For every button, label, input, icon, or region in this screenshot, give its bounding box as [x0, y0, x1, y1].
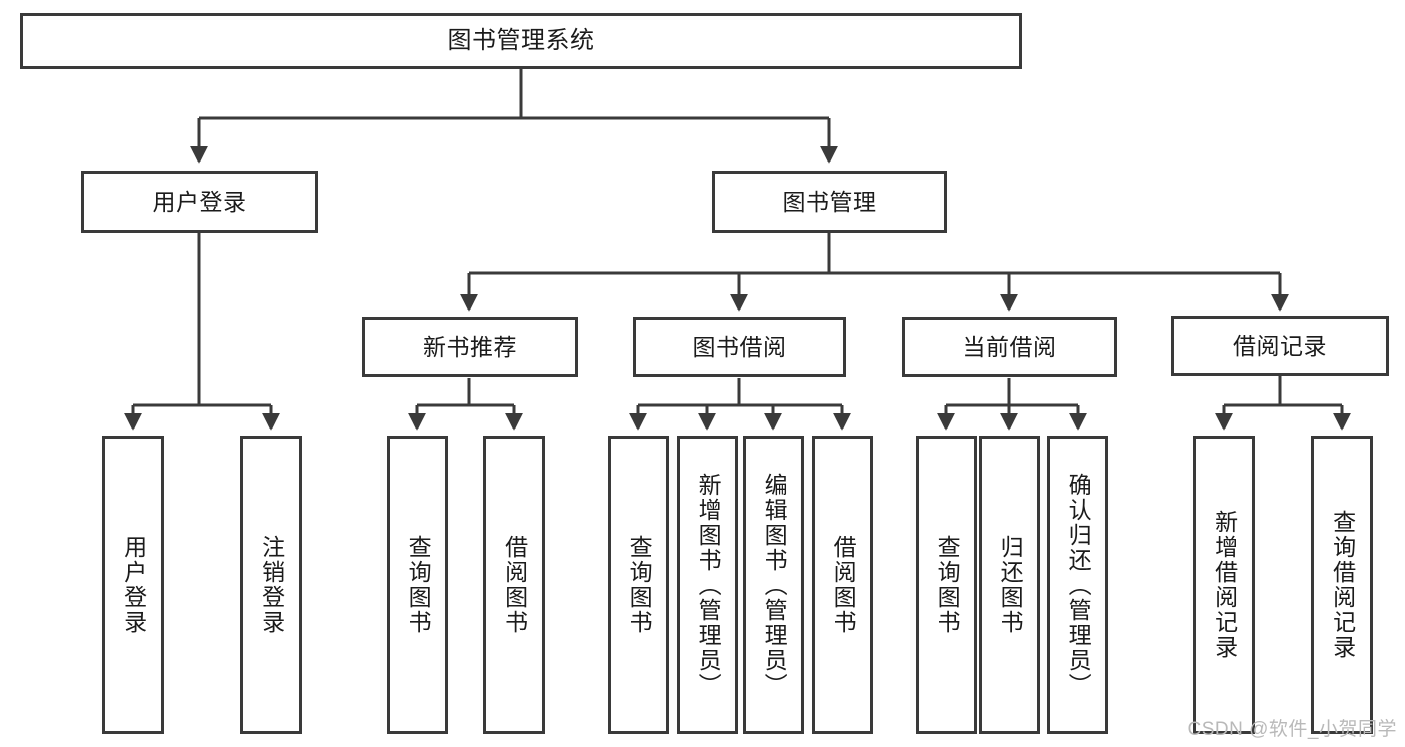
leaf-borrow-edit-book[interactable]: 编辑图书（管理员）	[743, 436, 804, 734]
node-label: 借阅图书	[830, 535, 857, 635]
node-label: 查询图书	[934, 535, 961, 635]
leaf-record-query[interactable]: 查询借阅记录	[1311, 436, 1373, 734]
leaf-current-return-book[interactable]: 归还图书	[979, 436, 1040, 734]
node-root-system[interactable]: 图书管理系统	[20, 13, 1022, 69]
node-current-borrow[interactable]: 当前借阅	[902, 317, 1117, 377]
node-label: 图书管理系统	[447, 27, 595, 55]
leaf-record-add[interactable]: 新增借阅记录	[1193, 436, 1255, 734]
node-label: 图书借阅	[692, 333, 787, 360]
leaf-current-query-book[interactable]: 查询图书	[916, 436, 977, 734]
leaf-user-login[interactable]: 用户登录	[102, 436, 164, 734]
node-borrow-record[interactable]: 借阅记录	[1171, 316, 1389, 376]
node-label: 图书管理	[782, 188, 877, 215]
watermark-text: CSDN @软件_小贺同学	[1187, 719, 1397, 740]
leaf-borrow-borrow-book[interactable]: 借阅图书	[812, 436, 873, 734]
leaf-current-confirm-return[interactable]: 确认归还（管理员）	[1047, 436, 1108, 734]
node-label: 注销登录	[258, 535, 285, 635]
node-book-borrow[interactable]: 图书借阅	[633, 317, 846, 377]
node-label: 查询图书	[626, 535, 653, 635]
node-label: 新增借阅记录	[1211, 510, 1238, 660]
node-label: 确认归还（管理员）	[1065, 472, 1092, 698]
leaf-new-book-borrow[interactable]: 借阅图书	[483, 436, 545, 734]
leaf-borrow-query-book[interactable]: 查询图书	[608, 436, 669, 734]
node-label: 借阅图书	[501, 535, 528, 635]
node-label: 借阅记录	[1233, 332, 1327, 359]
node-book-management[interactable]: 图书管理	[712, 171, 947, 233]
node-label: 当前借阅	[962, 333, 1057, 360]
node-label: 用户登录	[152, 188, 247, 215]
leaf-borrow-add-book[interactable]: 新增图书（管理员）	[677, 436, 738, 734]
node-label: 用户登录	[120, 535, 147, 635]
node-label: 新书推荐	[423, 333, 517, 360]
node-label: 查询借阅记录	[1329, 510, 1356, 660]
node-new-book-recommend[interactable]: 新书推荐	[362, 317, 578, 377]
leaf-new-book-query[interactable]: 查询图书	[387, 436, 448, 734]
node-label: 查询图书	[405, 535, 432, 635]
node-label: 编辑图书（管理员）	[761, 472, 788, 698]
node-label: 新增图书（管理员）	[695, 472, 722, 698]
node-user-login[interactable]: 用户登录	[81, 171, 318, 233]
leaf-user-logout[interactable]: 注销登录	[240, 436, 302, 734]
node-label: 归还图书	[997, 535, 1024, 635]
